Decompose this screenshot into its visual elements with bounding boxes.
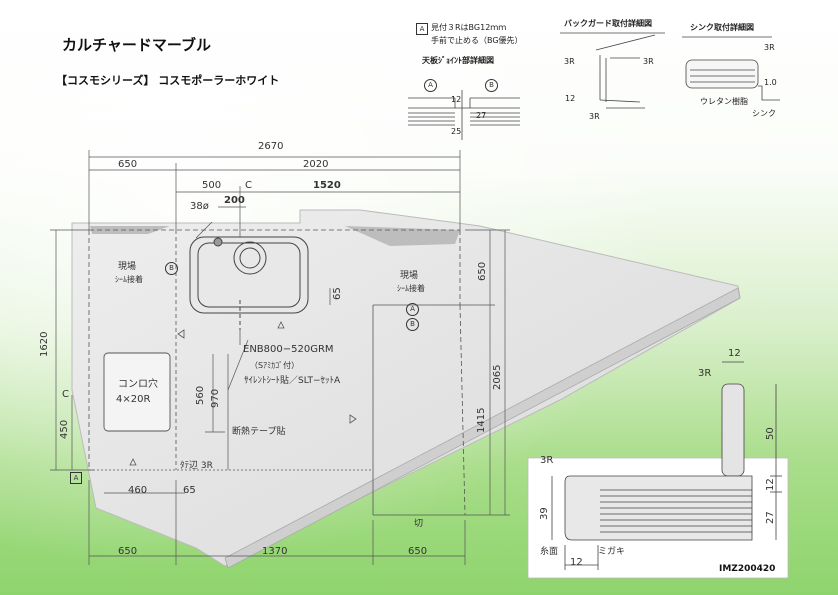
- dim-2020: 2020: [303, 159, 329, 170]
- marker-b-left: B: [165, 262, 178, 275]
- dim-970: 970: [210, 388, 221, 408]
- corner-note-1: 見付３RはBG12ｍｍ: [431, 23, 507, 32]
- dim-1620: 1620: [39, 331, 50, 357]
- page-subtitle: 【コスモシリーズ】 コスモポーラーホワイト: [56, 74, 280, 87]
- dim-2670: 2670: [258, 141, 284, 152]
- edge-39: 39: [539, 507, 550, 520]
- insulation-tape-label: 断熱テープ貼: [232, 427, 286, 437]
- marker-b-right: B: [406, 318, 419, 331]
- bg-3r-bottom: 3R: [589, 112, 600, 121]
- dim-1520: 1520: [313, 180, 341, 191]
- bg-3r-right: 3R: [643, 57, 654, 66]
- corner-note-2: 手前で止める（BG優先）: [431, 36, 523, 45]
- joint-detail-title: 天板ｼﾞｮｲﾝﾄ部詳細図: [422, 56, 494, 65]
- page-title: カルチャードマーブル: [62, 36, 211, 54]
- edge-profile: [527, 361, 789, 579]
- sink-model-label: ENB800−520GRM: [243, 344, 334, 355]
- stove-hole: [103, 352, 171, 432]
- dim-650-top: 650: [118, 159, 138, 170]
- dim-65-bottom: 65: [183, 485, 196, 496]
- dim-38: 38ø: [190, 201, 209, 212]
- seam-label-2: ｼｰﾑ接着: [397, 284, 425, 293]
- drawing-code: IMZ200420: [719, 564, 776, 574]
- dim-2065: 2065: [492, 364, 503, 390]
- sink-detail-title: シンク取付詳細図: [690, 23, 754, 32]
- dim-560: 560: [195, 385, 206, 405]
- dim-450: 450: [59, 419, 70, 439]
- urethane-label: ウレタン樹脂: [700, 97, 748, 106]
- dim-200: 200: [224, 195, 245, 206]
- joint-27: 27: [476, 111, 487, 120]
- dim-500: 500: [202, 180, 222, 191]
- backguard-detail: [560, 32, 665, 109]
- dim-650-right: 650: [477, 261, 488, 281]
- joint-detail: [408, 90, 520, 140]
- sink-1-0: 1.0: [764, 78, 777, 87]
- dim-650-bottom-right: 650: [408, 546, 428, 557]
- marker-a-box: A: [70, 472, 82, 484]
- cut-label: 切: [414, 519, 424, 529]
- edge-27: 27: [765, 511, 776, 524]
- dim-1370: 1370: [262, 546, 288, 557]
- dim-c-left: C: [62, 389, 69, 400]
- edge-itomen: 糸面: [540, 547, 559, 557]
- dim-65-sink: 65: [332, 287, 343, 300]
- sink-sub-label: （Sｱﾐｶｺﾞ付）: [250, 361, 300, 370]
- stove-hole-label: コンロ穴: [118, 379, 158, 390]
- stove-hole-size: 4×20R: [116, 394, 151, 405]
- dim-c-top: C: [245, 180, 252, 191]
- edge-3r-top: 3R: [698, 368, 712, 379]
- edge-50: 50: [765, 427, 776, 440]
- bg-12: 12: [565, 94, 576, 103]
- vertical-edge-label: ﾀﾃ辺 3R: [180, 461, 213, 471]
- silent-sheet-label: ｻｲﾚﾝﾄｼｰﾄ貼／SLT−ｾｯﾄA: [244, 376, 341, 386]
- genba-label-2: 現場: [400, 271, 419, 281]
- sink: [189, 236, 309, 330]
- sink-label: シンク: [752, 109, 776, 118]
- edge-3r-left: 3R: [540, 455, 554, 466]
- dim-650-bottom: 650: [118, 546, 138, 557]
- edge-12-top: 12: [728, 348, 741, 359]
- dim-460: 460: [128, 485, 148, 496]
- sink-3r: 3R: [764, 43, 775, 52]
- circle-a: A: [424, 79, 437, 92]
- backguard-title: バックガード取付詳細図: [564, 19, 652, 28]
- sink-detail: [682, 36, 780, 101]
- genba-label-1: 現場: [118, 262, 137, 272]
- edge-12-bottom: 12: [570, 557, 583, 568]
- circle-b: B: [485, 79, 498, 92]
- dim-1415: 1415: [476, 407, 487, 433]
- marker-a-right: A: [406, 303, 419, 316]
- joint-12: 12: [451, 95, 462, 104]
- edge-migaki: ミガキ: [598, 547, 626, 557]
- seam-label-1: ｼｰﾑ接着: [115, 275, 143, 284]
- edge-12-mid: 12: [765, 478, 776, 491]
- joint-25: 25: [451, 127, 462, 136]
- bg-3r-left: 3R: [564, 57, 575, 66]
- box-marker: A: [416, 23, 428, 35]
